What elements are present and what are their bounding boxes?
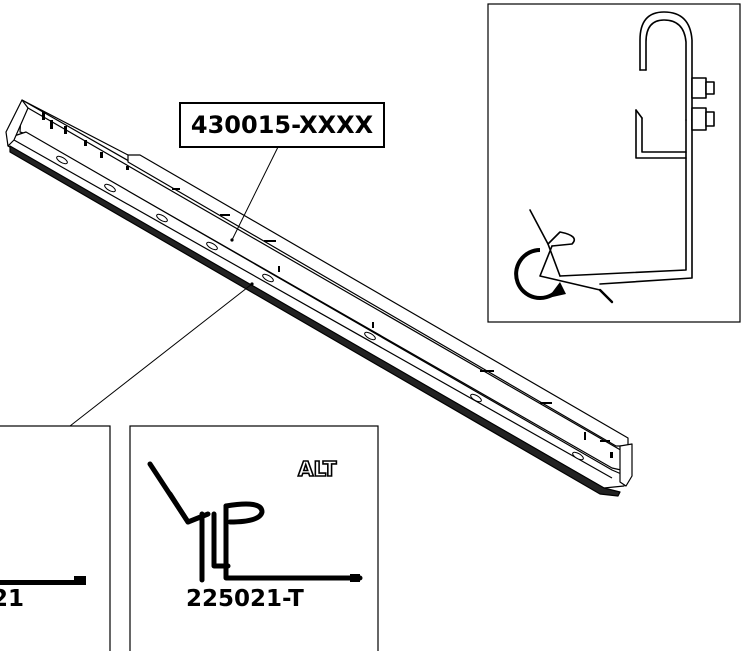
- rail-brush-strip: [9, 145, 621, 497]
- detail-box-bracket: [487, 3, 741, 323]
- rotation-arrow-icon: [514, 248, 566, 300]
- detail-right-caption: 225021-T: [186, 586, 304, 612]
- rail-punchouts: [42, 112, 613, 458]
- alt-tag: ALT: [297, 456, 337, 482]
- rail-slots: [56, 155, 584, 461]
- detail-box-right: [129, 425, 379, 651]
- rail-end-cap-left: [5, 99, 29, 147]
- rail-end-cap-right: [619, 443, 633, 487]
- right-profile-drawing: [147, 461, 363, 583]
- callout-leader-detail: [69, 283, 253, 427]
- detail-left-caption: 21: [0, 586, 25, 612]
- detail-box-left: [0, 425, 111, 651]
- hook-bracket-drawing: [529, 11, 715, 304]
- left-profile-drawing: [0, 576, 86, 585]
- part-number-callout: 430015-XXXX: [179, 102, 385, 148]
- callout-leader-part: [231, 146, 279, 241]
- rail-assembly: [5, 99, 633, 497]
